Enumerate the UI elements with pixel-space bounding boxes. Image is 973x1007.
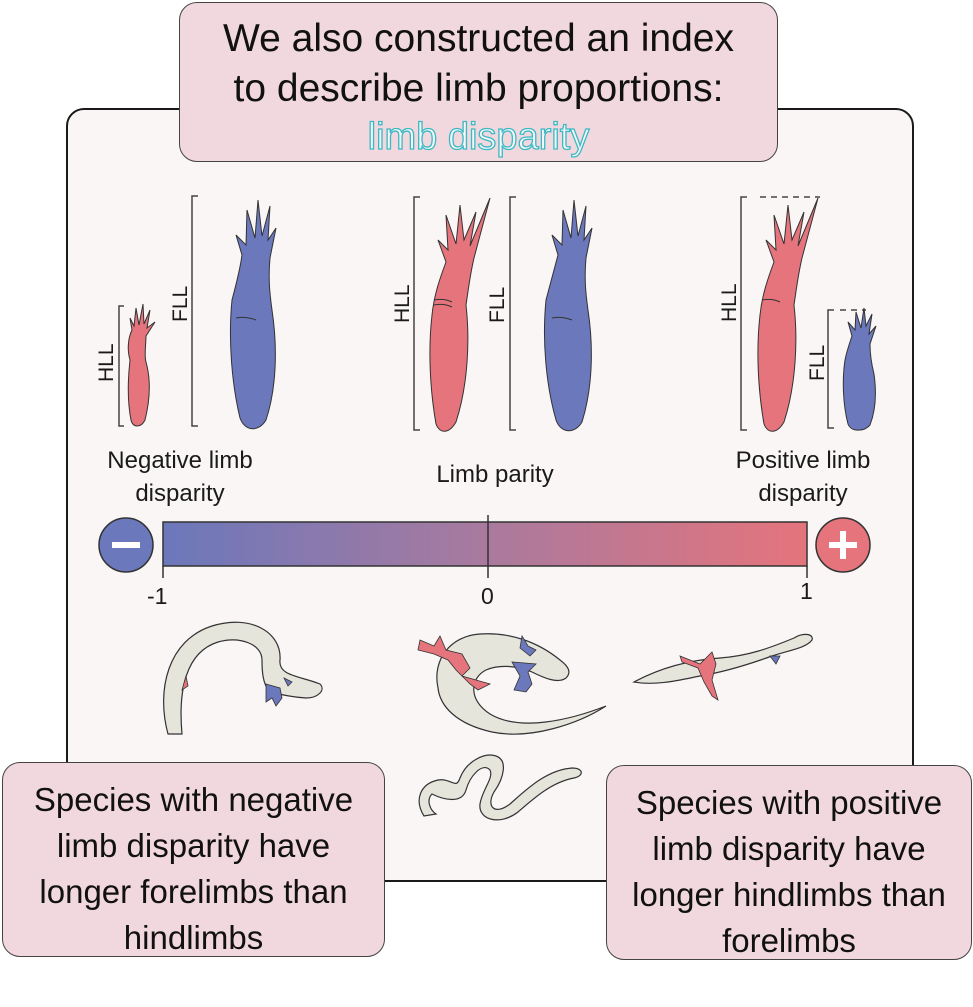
- negative-species-icon: [163, 621, 323, 735]
- title-highlight: limb disparity: [367, 115, 590, 158]
- positive-note-text: Species with positive limb disparity hav…: [632, 784, 946, 959]
- hindlimb-shape: [127, 303, 156, 427]
- hll-bracket: [413, 196, 420, 431]
- hindlimb-shape: [757, 197, 819, 432]
- title-callout: We also constructed an index to describe…: [179, 2, 778, 162]
- fll-bracket: [509, 196, 516, 431]
- forelimb-shape: [229, 199, 277, 430]
- minus-sign: [112, 542, 140, 548]
- hll-label: HLL: [391, 284, 414, 323]
- fll-bracket: [191, 195, 198, 427]
- forelimb-shape: [543, 199, 593, 432]
- positive-species-icon: [632, 633, 813, 701]
- fll-bracket: [827, 309, 834, 429]
- negative-note-text: Species with negative limb disparity hav…: [33, 781, 354, 956]
- negative-label: Negative limb disparity: [80, 444, 280, 510]
- fll-label: FLL: [486, 287, 509, 323]
- negative-group: [118, 195, 277, 430]
- negative-note: Species with negative limb disparity hav…: [2, 762, 385, 957]
- parity-group: [413, 196, 593, 432]
- title-line-2: to describe limb proportions:: [233, 67, 724, 110]
- hindlimb-shape: [429, 197, 491, 432]
- positive-label: Positive limb disparity: [703, 444, 903, 510]
- title-line-1: We also constructed an index: [223, 17, 734, 60]
- positive-label-line-2: disparity: [758, 480, 848, 507]
- hll-bracket: [118, 305, 124, 427]
- fll-label: FLL: [806, 345, 829, 381]
- fll-label: FLL: [169, 286, 192, 322]
- scale-mid-label: 0: [481, 583, 494, 609]
- hll-label: HLL: [718, 283, 741, 322]
- parity-label: Limb parity: [436, 461, 554, 488]
- parity-species-icon: [417, 633, 607, 735]
- positive-label-line-1: Positive limb: [735, 447, 871, 474]
- hll-bracket: [740, 196, 747, 431]
- positive-group: [740, 196, 877, 432]
- gradient-bar: [162, 521, 808, 567]
- negative-label-line-1: Negative limb: [107, 447, 253, 474]
- diagram-panel: [66, 108, 914, 882]
- positive-note: Species with positive limb disparity hav…: [606, 765, 972, 960]
- limbless-species-icon: [418, 754, 582, 821]
- hll-label: HLL: [95, 343, 118, 382]
- negative-label-line-2: disparity: [135, 480, 225, 507]
- scale-max-label: 1: [800, 578, 813, 604]
- forelimb-shape: [842, 307, 877, 431]
- scale-min-label: -1: [147, 583, 168, 609]
- disparity-scale: [98, 515, 871, 578]
